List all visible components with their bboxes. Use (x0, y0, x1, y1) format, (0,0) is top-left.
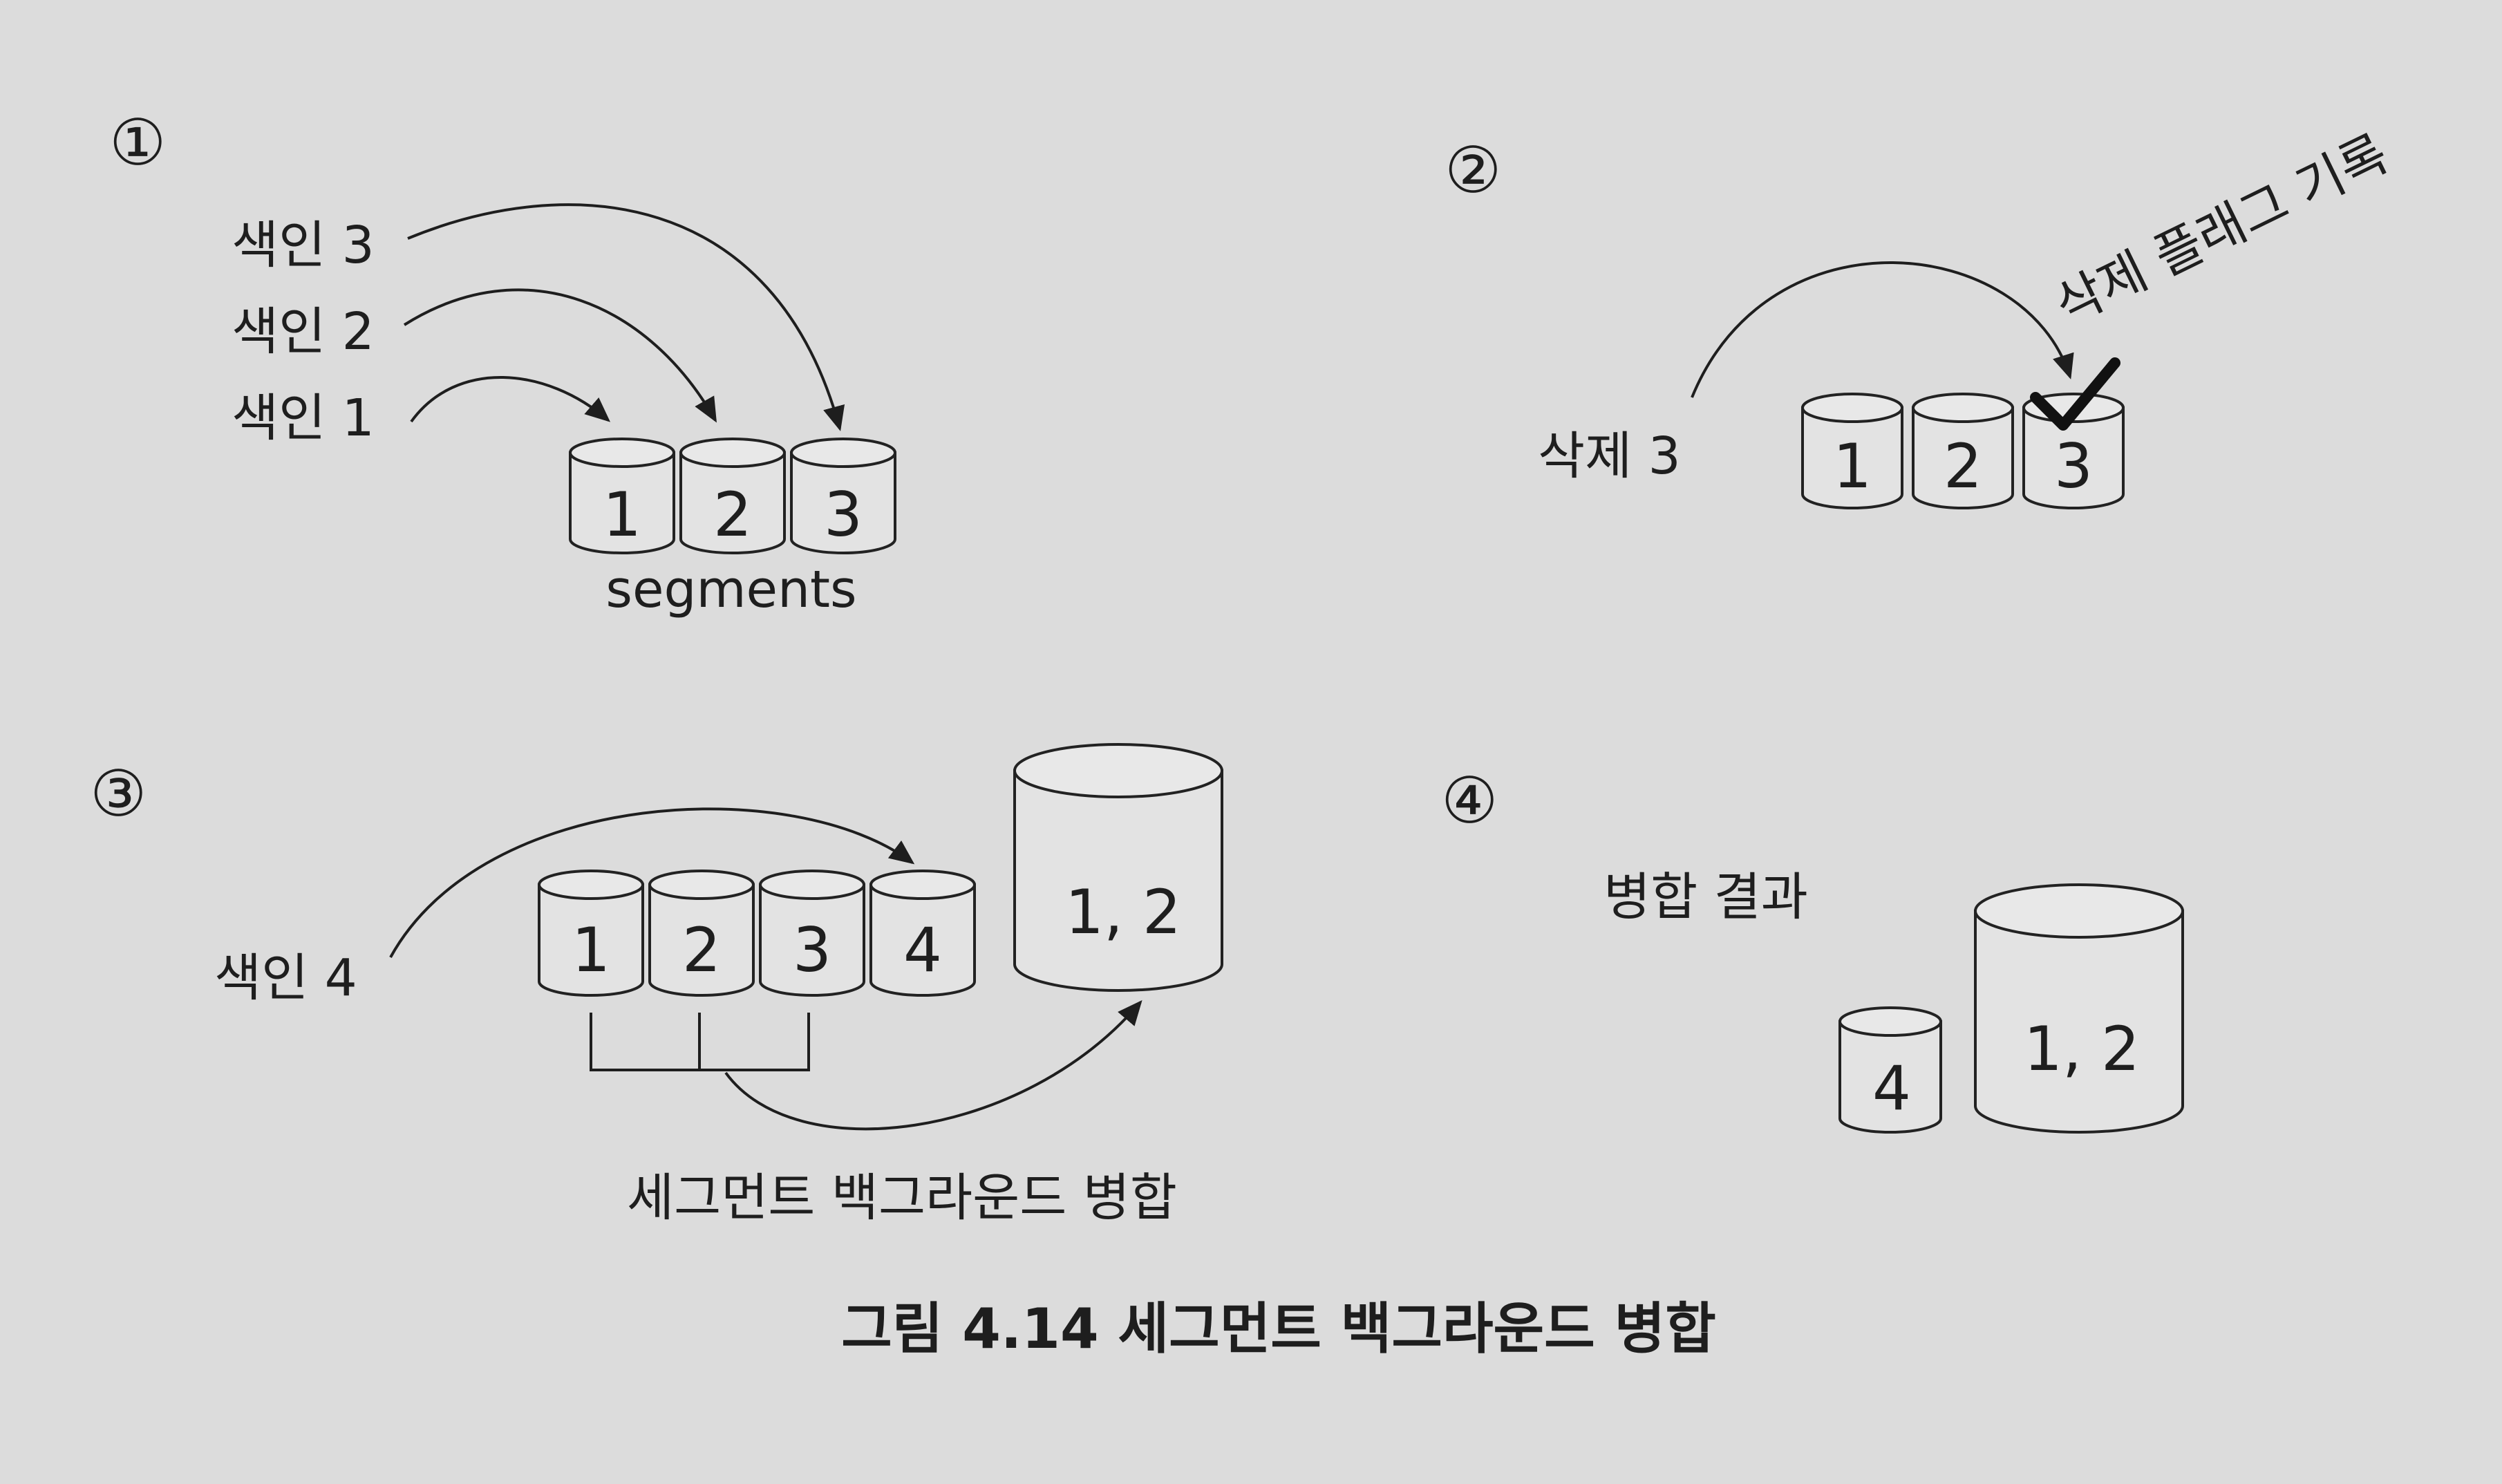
panel-2: ② 삭제 3 1 2 3 삭제 플래그 기록 (1445, 124, 2398, 509)
merged-segment-cylinder: 1, 2 (1974, 883, 2184, 1134)
index-2-arrow (403, 288, 717, 423)
segment-label: 4 (903, 914, 942, 986)
segment-label: 3 (824, 479, 863, 550)
merged-segment-label: 1, 2 (1065, 876, 1181, 948)
segment-label: 1 (603, 479, 641, 550)
merge-bracket (590, 1013, 810, 1071)
index-2-label: 색인 2 (232, 302, 375, 361)
figure-caption: 그림 4.14 세그먼트 백그라운드 병합 (841, 1297, 1716, 1361)
delete-flag-label: 삭제 플래그 기록 (2046, 124, 2397, 336)
index-3-label: 색인 3 (232, 216, 375, 275)
delete-3-label: 삭제 3 (1538, 426, 1681, 486)
panel-4: ④ 병합 결과 4 1, 2 (1441, 764, 2184, 1134)
index-4-label: 색인 4 (214, 948, 357, 1008)
segment-cylinder: 3 (790, 438, 896, 554)
segment-cylinder: 4 (869, 870, 976, 997)
segment-label: 1 (1833, 431, 1872, 502)
index-1-label: 색인 1 (232, 388, 375, 448)
segment-label: 3 (793, 914, 831, 986)
segment-label: 2 (713, 479, 752, 550)
segment-cylinder: 3 (2022, 393, 2125, 509)
segment-cylinder: 2 (679, 438, 786, 554)
panel-3: ③ 색인 4 1 2 3 4 1, 2 세그먼 (90, 743, 1223, 1228)
index-3-arrow (407, 203, 845, 431)
segment-label: 2 (1944, 431, 1982, 502)
segment-label: 2 (682, 914, 721, 986)
panel-4-number: ④ (1441, 764, 1498, 838)
merged-segment-cylinder: 1, 2 (1013, 743, 1223, 992)
segment-cylinder: 1 (569, 438, 675, 554)
segment-cylinder: 2 (1912, 393, 2014, 509)
segment-label: 1 (572, 914, 610, 986)
delete-arrow (1691, 261, 2074, 398)
panel-2-number: ② (1445, 133, 1501, 207)
segment-label: 3 (2054, 431, 2093, 502)
index-4-arrow (389, 807, 915, 958)
segment-cylinder: 1 (538, 870, 644, 997)
segment-label: 4 (1872, 1053, 1911, 1124)
checkmark-icon (2030, 357, 2120, 431)
merge-result-title: 병합 결과 (1603, 867, 1808, 927)
merged-segment-label: 1, 2 (2024, 1013, 2140, 1084)
panel-3-number: ③ (90, 757, 147, 831)
panel-1-number: ① (109, 106, 166, 180)
index-1-arrow (410, 376, 611, 423)
merge-arrow (724, 999, 1142, 1131)
segment-cylinder: 1 (1801, 393, 1903, 509)
background-merge-label: 세그먼트 백그라운드 병합 (627, 1168, 1177, 1228)
segment-cylinder: 2 (648, 870, 755, 997)
segment-cylinder: 3 (759, 870, 865, 997)
panel-1: ① 색인 3 색인 2 색인 1 1 2 3 segments (109, 106, 896, 619)
segment-cylinder: 4 (1838, 1006, 1942, 1134)
segments-label: segments (605, 560, 856, 619)
